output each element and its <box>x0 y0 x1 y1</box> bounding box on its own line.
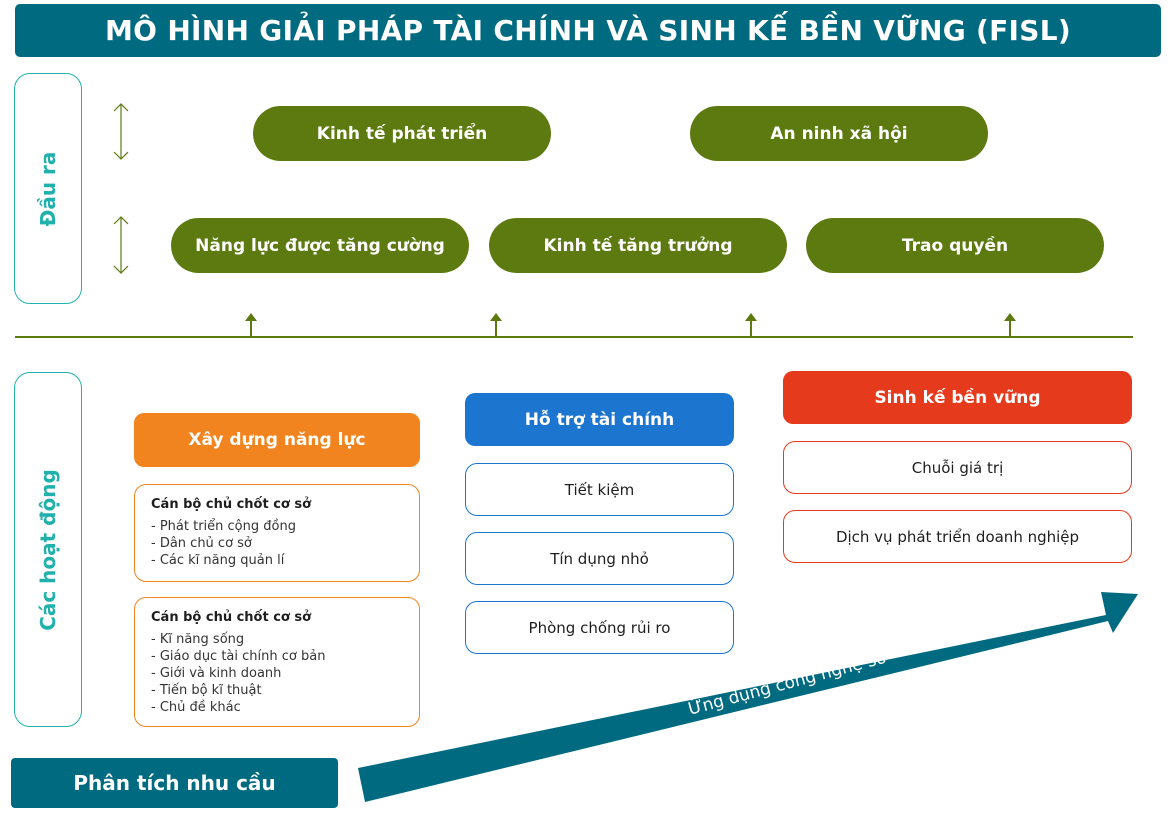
capacity-group-2-item: - Giáo dục tài chính cơ bản <box>151 649 326 664</box>
output-empowerment: Trao quyền <box>806 218 1104 273</box>
needs-analysis-box: Phân tích nhu cầu <box>11 758 338 808</box>
up-arrows <box>245 313 1016 337</box>
livelihood-item-business-services: Dịch vụ phát triển doanh nghiệp <box>783 510 1132 563</box>
finance-item-microcredit: Tín dụng nhỏ <box>465 532 734 585</box>
double-arrow-top <box>113 103 129 160</box>
capacity-group-2: Cán bộ chủ chốt cơ sở - Kĩ năng sống - G… <box>134 597 420 727</box>
digital-arrow-label: Ứng dụng công nghệ số <box>686 646 890 720</box>
finance-item-savings: Tiết kiệm <box>465 463 734 516</box>
livelihood-header: Sinh kế bền vững <box>783 371 1132 424</box>
capacity-group-1-item: - Phát triển cộng đồng <box>151 519 296 534</box>
financial-support-header: Hỗ trợ tài chính <box>465 393 734 446</box>
capacity-group-1-title: Cán bộ chủ chốt cơ sở <box>151 497 312 512</box>
output-social-security: An ninh xã hội <box>690 106 988 161</box>
capacity-building-header: Xây dựng năng lực <box>134 413 420 467</box>
double-arrow-bottom <box>113 216 129 274</box>
output-economic-growth: Kinh tế tăng trưởng <box>489 218 787 273</box>
output-capacity-enhanced: Năng lực được tăng cường <box>171 218 469 273</box>
capacity-group-2-item: - Chủ đề khác <box>151 700 241 715</box>
capacity-group-2-title: Cán bộ chủ chốt cơ sở <box>151 610 312 625</box>
page-title: MÔ HÌNH GIẢI PHÁP TÀI CHÍNH VÀ SINH KẾ B… <box>15 4 1161 57</box>
capacity-group-1-item: - Dân chủ cơ sở <box>151 536 252 551</box>
capacity-group-2-item: - Kĩ năng sống <box>151 632 245 647</box>
finance-item-risk-prevention: Phòng chống rủi ro <box>465 601 734 654</box>
digital-arrow-shape <box>358 592 1138 802</box>
capacity-group-1: Cán bộ chủ chốt cơ sở - Phát triển cộng … <box>134 484 420 582</box>
capacity-group-2-item: - Giới và kinh doanh <box>151 666 282 681</box>
capacity-group-1-item: - Các kĩ năng quản lí <box>151 553 285 568</box>
output-economic-development: Kinh tế phát triển <box>253 106 551 161</box>
activities-side-label: Các hoạt động <box>14 372 82 727</box>
outputs-side-label: Đầu ra <box>14 73 82 304</box>
livelihood-item-value-chain: Chuỗi giá trị <box>783 441 1132 494</box>
capacity-group-2-item: - Tiến bộ kĩ thuật <box>151 683 262 698</box>
